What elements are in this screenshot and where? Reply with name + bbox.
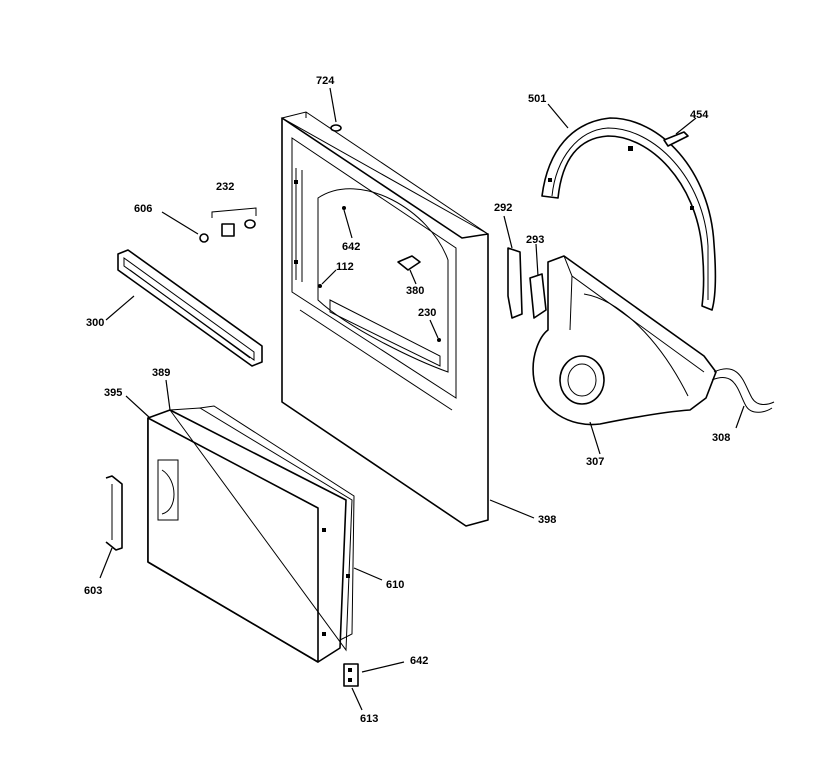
callout-501: 501 bbox=[528, 93, 546, 105]
door-handle-603-part bbox=[99, 475, 123, 579]
callout-232: 232 bbox=[216, 181, 234, 193]
cord-308-part bbox=[711, 368, 775, 429]
callout-395: 395 bbox=[104, 387, 122, 399]
bulkhead-ring-501-part bbox=[541, 103, 717, 311]
screw-724-part bbox=[329, 87, 342, 132]
callout-454: 454 bbox=[690, 109, 709, 121]
callout-606: 606 bbox=[134, 203, 152, 215]
bracket-292-part bbox=[503, 215, 523, 319]
leader-610 bbox=[353, 567, 383, 581]
callout-293: 293 bbox=[526, 234, 544, 246]
toe-panel-300-part bbox=[105, 249, 263, 367]
callout-603: 603 bbox=[84, 585, 102, 597]
callout-610: 610 bbox=[386, 579, 404, 591]
screw-642-top-part bbox=[342, 206, 353, 239]
hinge-613-part bbox=[343, 661, 405, 711]
part-454 bbox=[663, 117, 697, 147]
callout-398: 398 bbox=[538, 514, 556, 526]
leader-398 bbox=[489, 499, 535, 519]
callout-613: 613 bbox=[360, 713, 378, 725]
clip-112-part bbox=[318, 269, 337, 288]
bracket-293-part bbox=[529, 243, 547, 319]
callout-230: 230 bbox=[418, 307, 436, 319]
callout-724: 724 bbox=[316, 75, 335, 87]
bracket-232-part bbox=[161, 207, 257, 243]
callout-112: 112 bbox=[336, 261, 354, 273]
callout-300: 300 bbox=[86, 317, 104, 329]
callout-642-bottom: 642 bbox=[410, 655, 428, 667]
blower-housing-307-part bbox=[532, 255, 717, 455]
callout-307: 307 bbox=[586, 456, 604, 468]
callout-389: 389 bbox=[152, 367, 170, 379]
door-assembly-part bbox=[125, 379, 355, 663]
callout-292: 292 bbox=[494, 202, 512, 214]
screw-230-part bbox=[429, 319, 441, 342]
callout-642-top: 642 bbox=[342, 241, 360, 253]
switch-380-part bbox=[397, 255, 421, 285]
callout-380: 380 bbox=[406, 285, 424, 297]
front-panel-part bbox=[280, 111, 489, 527]
callout-308: 308 bbox=[712, 432, 730, 444]
